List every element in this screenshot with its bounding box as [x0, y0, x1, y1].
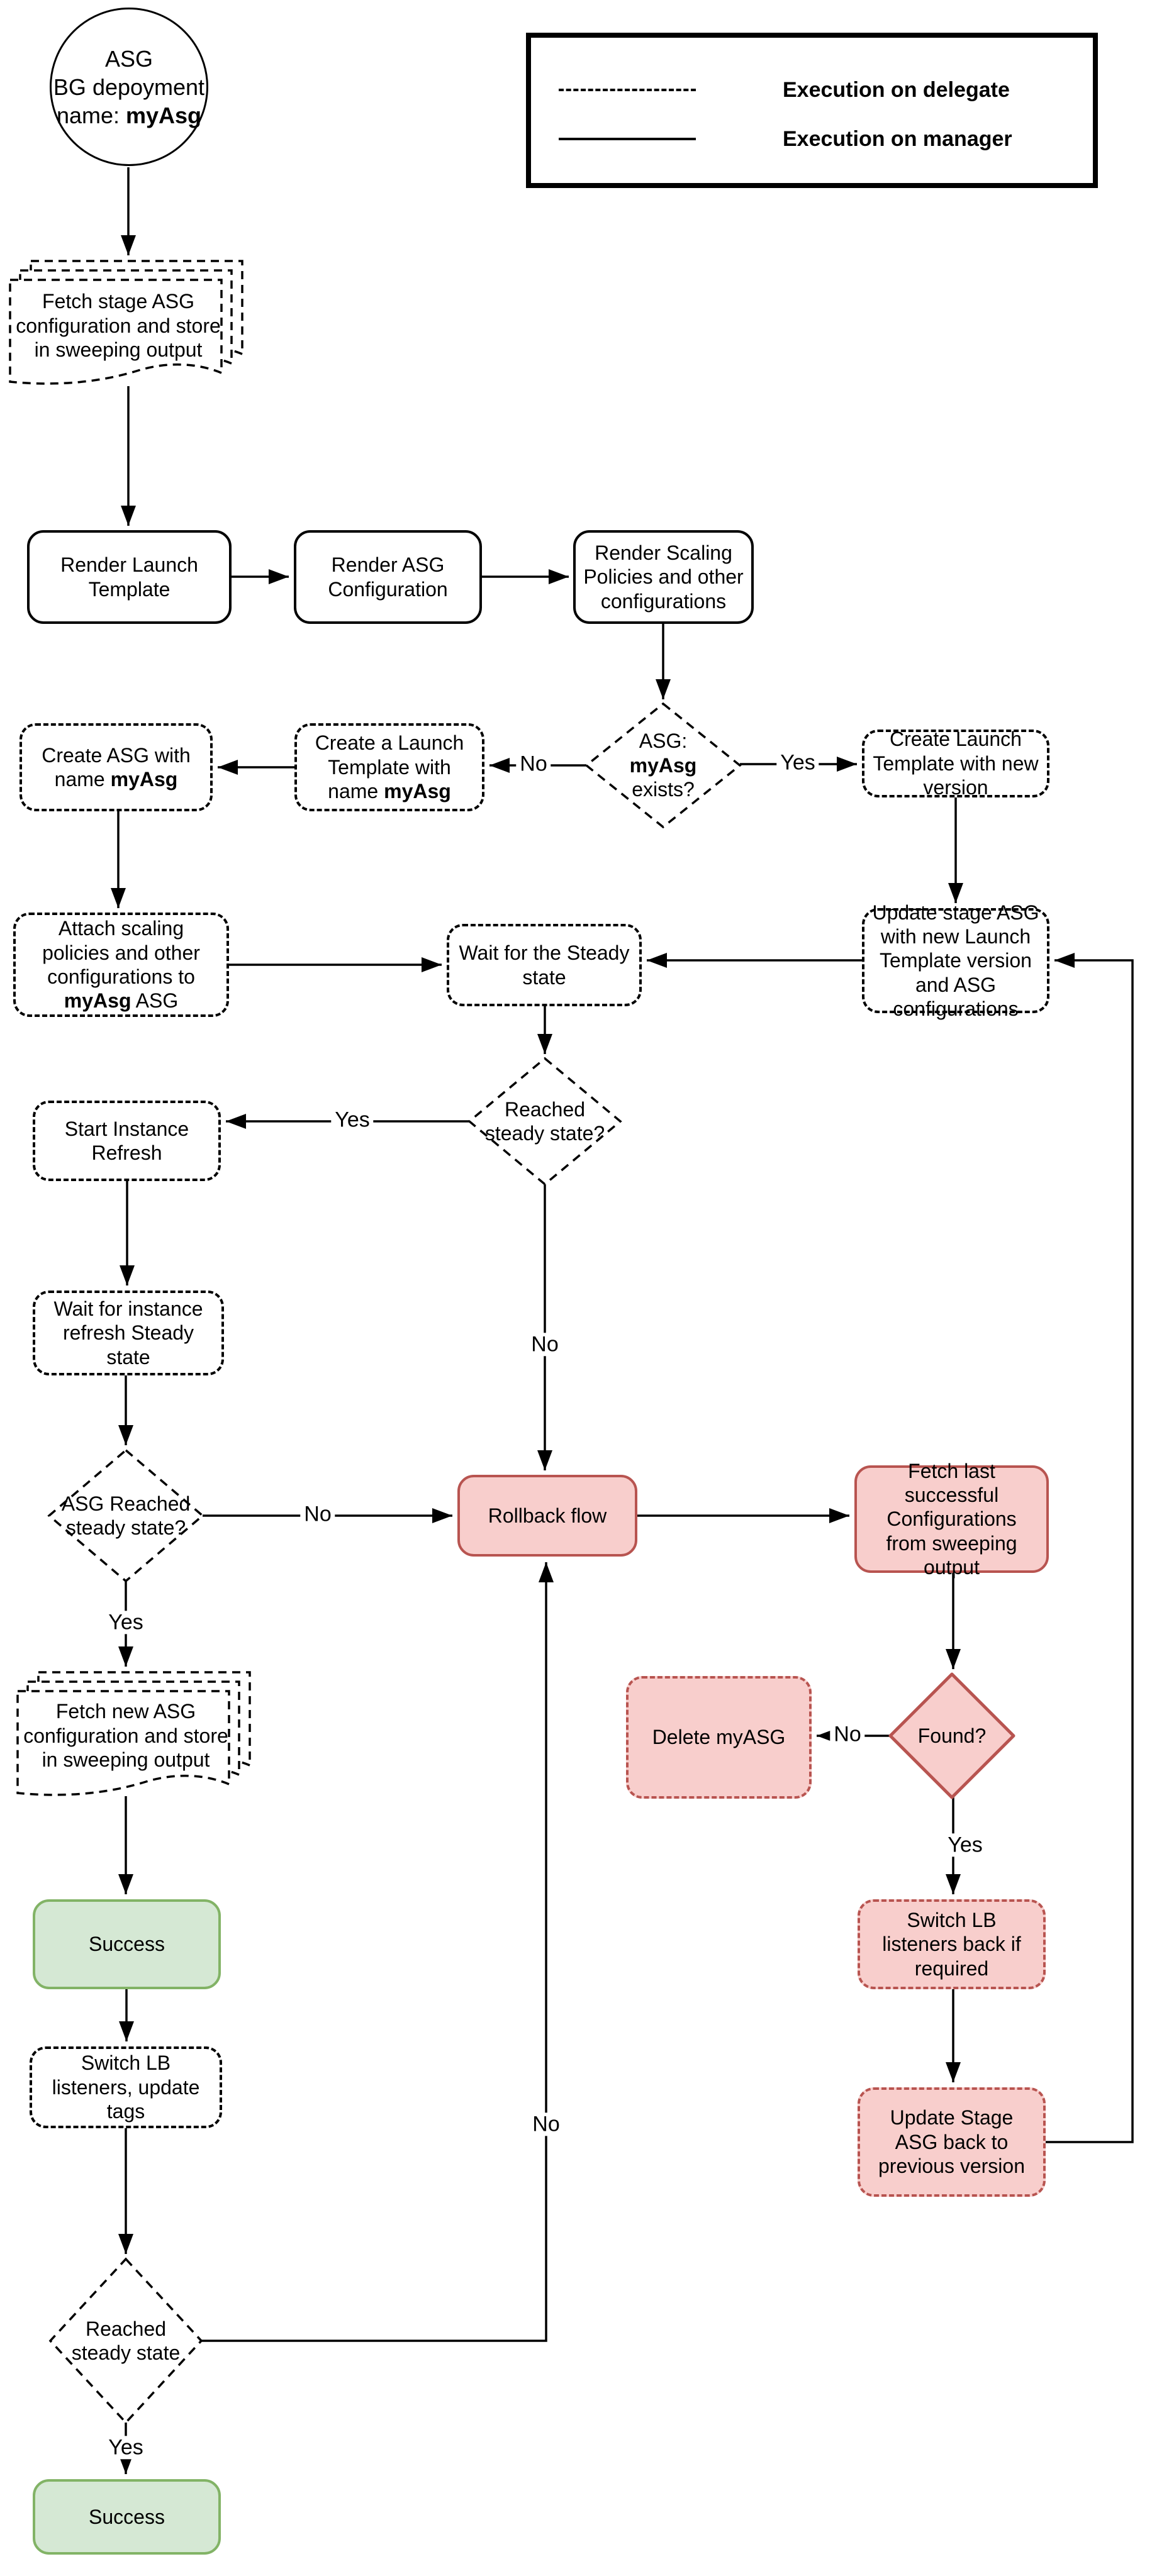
edge-label-yes-asg-exists: Yes — [776, 751, 819, 775]
node-render-scaling-policies: Render Scaling Policies and other config… — [573, 530, 754, 624]
edge-label-no-found: No — [830, 1723, 865, 1746]
document-icon — [16, 1690, 230, 1796]
legend-row-delegate: Execution on delegate — [531, 77, 1093, 103]
node-switch-lb-back: Switch LB listeners back if required — [858, 1899, 1046, 1989]
edge-label-no-asg-exists: No — [516, 752, 551, 776]
edge-label-no-loop: No — [528, 2112, 564, 2136]
edge-reached2-no-loop — [201, 1562, 554, 2342]
decision-reached-steady-1-shape — [467, 1057, 622, 1186]
legend-box: Execution on delegate Execution on manag… — [526, 33, 1098, 188]
start-node: ASG BG depoyment name: myAsg — [50, 8, 208, 166]
legend-label-delegate: Execution on delegate — [783, 78, 1010, 102]
node-create-launch-template: Create a Launch Template with name myAsg — [294, 723, 484, 811]
node-wait-instance-refresh: Wait for instance refresh Steady state — [33, 1291, 224, 1375]
fetch-new-docs-shape — [16, 1671, 251, 1796]
node-update-stage-asg: Update stage ASG with new Launch Templat… — [862, 901, 1049, 1020]
node-switch-lb-update-tags: Switch LB listeners, update tags — [30, 2046, 222, 2128]
node-start-instance-refresh: Start Instance Refresh — [33, 1101, 221, 1181]
edge-label-no-asg-reached: No — [300, 1502, 335, 1526]
node-create-asg: Create ASG with name myAsg — [20, 723, 213, 811]
node-create-lt-new-version: Create Launch Template with new version — [862, 728, 1049, 799]
node-fetch-stage-docs: Fetch stage ASG configuration and store … — [16, 290, 221, 362]
node-fetch-new-docs: Fetch new ASG configuration and store in… — [23, 1700, 228, 1772]
edge-label-yes-reached1: Yes — [331, 1108, 374, 1132]
edge-label-no-reached1: No — [527, 1333, 562, 1357]
start-node-label: ASG BG depoyment name: myAsg — [53, 45, 205, 128]
decision-asg-exists-shape — [584, 702, 742, 829]
node-render-launch-template: Render Launch Template — [27, 530, 232, 624]
node-rollback-flow: Rollback flow — [457, 1475, 637, 1557]
edge-label-yes-found: Yes — [944, 1833, 987, 1857]
decision-reached-steady-2-shape — [48, 2257, 203, 2424]
node-delete-myasg: Delete myASG — [626, 1676, 812, 1799]
edge-updateback-loop-to-updatestage — [1046, 953, 1134, 2143]
solid-line-icon — [559, 138, 696, 140]
dashed-line-icon — [559, 89, 696, 91]
node-success-2: Success — [33, 2479, 221, 2555]
legend-label-manager: Execution on manager — [783, 127, 1012, 151]
edge-label-yes-asg-reached: Yes — [104, 1611, 147, 1635]
node-render-asg-configuration: Render ASG Configuration — [294, 530, 482, 624]
node-success-1: Success — [33, 1899, 221, 1989]
document-icon — [9, 279, 223, 385]
node-wait-steady: Wait for the Steady state — [447, 924, 642, 1006]
node-attach-policies: Attach scaling policies and other config… — [13, 913, 229, 1017]
decision-asg-reached-steady-shape — [47, 1448, 204, 1583]
fetch-stage-docs-shape — [9, 260, 243, 385]
node-update-stage-back: Update Stage ASG back to previous versio… — [858, 2087, 1046, 2197]
edge-label-yes-reached2: Yes — [104, 2436, 147, 2460]
legend-row-manager: Execution on manager — [531, 126, 1093, 152]
decision-found-shape — [888, 1672, 1015, 1799]
node-fetch-last-successful: Fetch last successful Configurations fro… — [854, 1460, 1049, 1579]
